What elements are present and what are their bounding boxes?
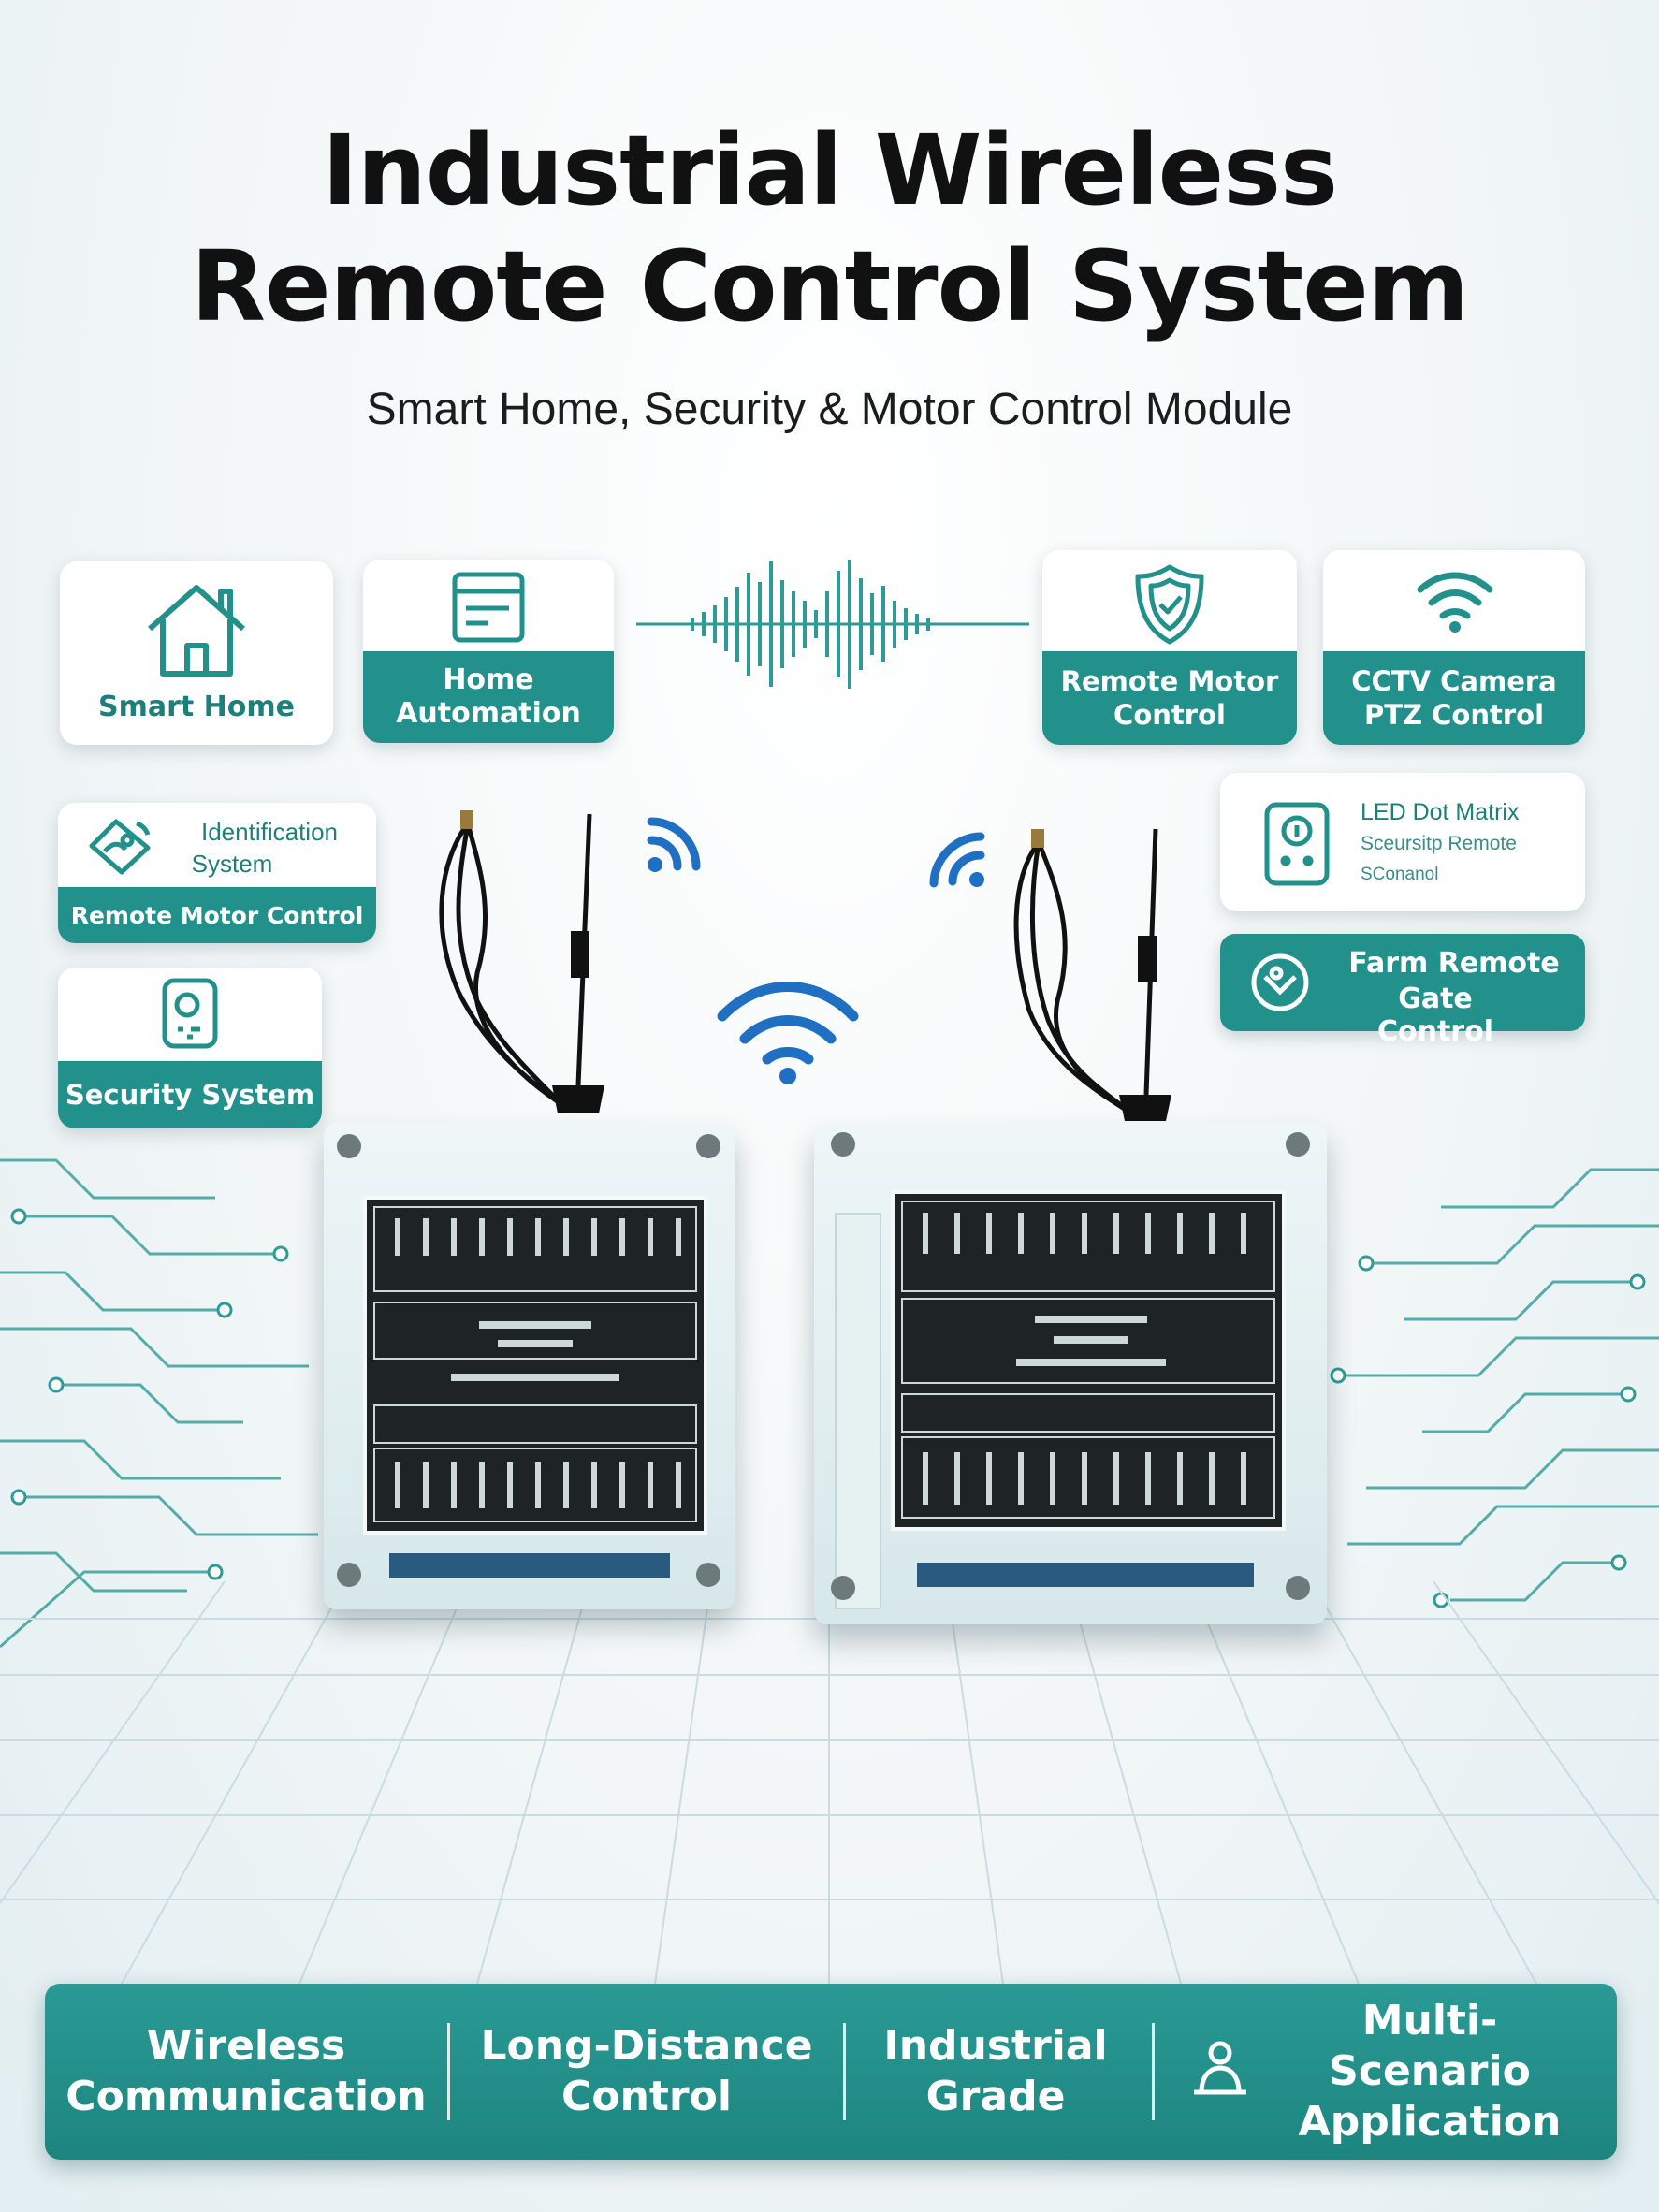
feature-industrial-line2: Grade (925, 2073, 1066, 2120)
grid-floor (0, 1581, 1659, 1984)
card-farm-remote-gate[interactable]: Farm Remote Gate Control (1220, 934, 1585, 1048)
card-label-smart-home: Smart Home (97, 691, 295, 723)
card-identification-system[interactable]: Identification System Remote Motor Contr… (58, 803, 376, 943)
card-band-identification: Remote Motor Control (58, 887, 376, 943)
card-label-led-1: LED Dot Matrix (1361, 799, 1520, 825)
feature-multi-line1: Multi-Scenario (1329, 1997, 1531, 2095)
card-label-home-automation-1: Home (443, 663, 534, 696)
feature-bar: Wireless Communication Long-Distance Con… (45, 1984, 1617, 2160)
card-label-cctv-1: CCTV Camera (1351, 665, 1557, 697)
card-led-dot-matrix[interactable]: LED Dot Matrix Sceursitp Remote SConanol (1220, 773, 1585, 911)
card-label-remote-motor-2: Control (1113, 699, 1226, 731)
feature-wireless-line1: Wireless (146, 2022, 346, 2070)
mount-hole (337, 1134, 361, 1158)
card-label-identification-1: Identification (201, 818, 338, 846)
signal-waveform (636, 560, 1029, 689)
wifi-signal-icon-center (717, 982, 859, 1084)
card-remote-motor-control[interactable]: Remote Motor Control (1042, 550, 1297, 745)
mount-hole (1286, 1132, 1310, 1157)
circuit-traces-left (0, 1158, 318, 1649)
mount-hole (696, 1563, 720, 1587)
card-home-automation[interactable]: Home Automation (363, 560, 614, 743)
feature-industrial-grade: Industrial Grade (846, 1984, 1145, 2160)
feature-long-distance-line1: Long-Distance (480, 2022, 813, 2070)
page-title: Industrial Wireless Remote Control Syste… (0, 112, 1659, 344)
mount-hole (337, 1563, 361, 1587)
feature-wireless: Wireless Communication (45, 1984, 447, 2160)
shield-icon (1132, 563, 1207, 646)
card-label-identification-2: System (191, 850, 273, 878)
card-band-remote-motor: Remote Motor Control (1042, 651, 1297, 745)
wifi-signal-icon-2 (929, 832, 985, 888)
page-subtitle: Smart Home, Security & Motor Control Mod… (366, 385, 1293, 434)
card-label-led-3: SConanol (1361, 865, 1439, 884)
feature-divider (447, 2023, 450, 2120)
card-band-cctv: CCTV Camera PTZ Control (1323, 651, 1585, 745)
feature-divider (843, 2023, 846, 2120)
terminal-panel-right (891, 1190, 1286, 1531)
mount-hole (831, 1132, 855, 1157)
card-label-farm-2: Gate Control (1376, 982, 1493, 1048)
people-icon (1192, 2038, 1248, 2096)
mount-hole (696, 1134, 720, 1158)
controller-device-right (814, 1123, 1327, 1624)
card-band-security: Security System (58, 1061, 322, 1128)
card-label-remote-motor-1: Remote Motor (1060, 665, 1279, 697)
card-label-home-automation-2: Automation (396, 697, 581, 730)
hand-id-icon (84, 814, 155, 880)
card-label-farm-1: Farm Remote (1348, 947, 1560, 980)
side-rail (835, 1213, 881, 1609)
antenna-left (439, 810, 604, 1113)
terminal-panel-left (363, 1196, 707, 1535)
card-cctv-camera[interactable]: CCTV Camera PTZ Control (1323, 550, 1585, 745)
feature-long-distance-line2: Control (561, 2073, 732, 2120)
card-smart-home[interactable]: Smart Home (60, 561, 333, 745)
feature-multi-scenario: Multi-Scenario Application (1261, 1984, 1598, 2160)
card-label-led-2: Sceursitp Remote (1361, 833, 1517, 854)
card-security-system[interactable]: Security System (58, 968, 322, 1128)
card-label-cctv-2: PTZ Control (1363, 699, 1545, 731)
wifi-signal-icon (647, 817, 701, 872)
house-icon (144, 580, 249, 683)
mount-hole (1286, 1576, 1310, 1600)
feature-industrial-line1: Industrial (883, 2022, 1108, 2070)
terminal-strip-right (917, 1563, 1254, 1587)
terminal-strip-left (389, 1553, 670, 1578)
remote-icon (1263, 801, 1331, 887)
feature-wireless-line2: Communication (65, 2073, 427, 2120)
gate-icon (1248, 951, 1312, 1014)
title-line-2: Remote Control System (190, 229, 1469, 343)
card-band-home-automation: Home Automation (363, 651, 614, 743)
mount-hole (831, 1576, 855, 1600)
browser-window-icon (451, 571, 526, 644)
controller-device-left (324, 1123, 735, 1609)
feature-multi-line2: Application (1298, 2098, 1562, 2146)
circuit-traces-right (1330, 1168, 1659, 1608)
wifi-icon (1415, 565, 1495, 634)
feature-long-distance: Long-Distance Control (450, 1984, 843, 2160)
feature-divider (1152, 2023, 1155, 2120)
doorbell-icon (159, 977, 221, 1055)
title-line-1: Industrial Wireless (322, 113, 1338, 227)
antenna-right (1013, 828, 1171, 1121)
